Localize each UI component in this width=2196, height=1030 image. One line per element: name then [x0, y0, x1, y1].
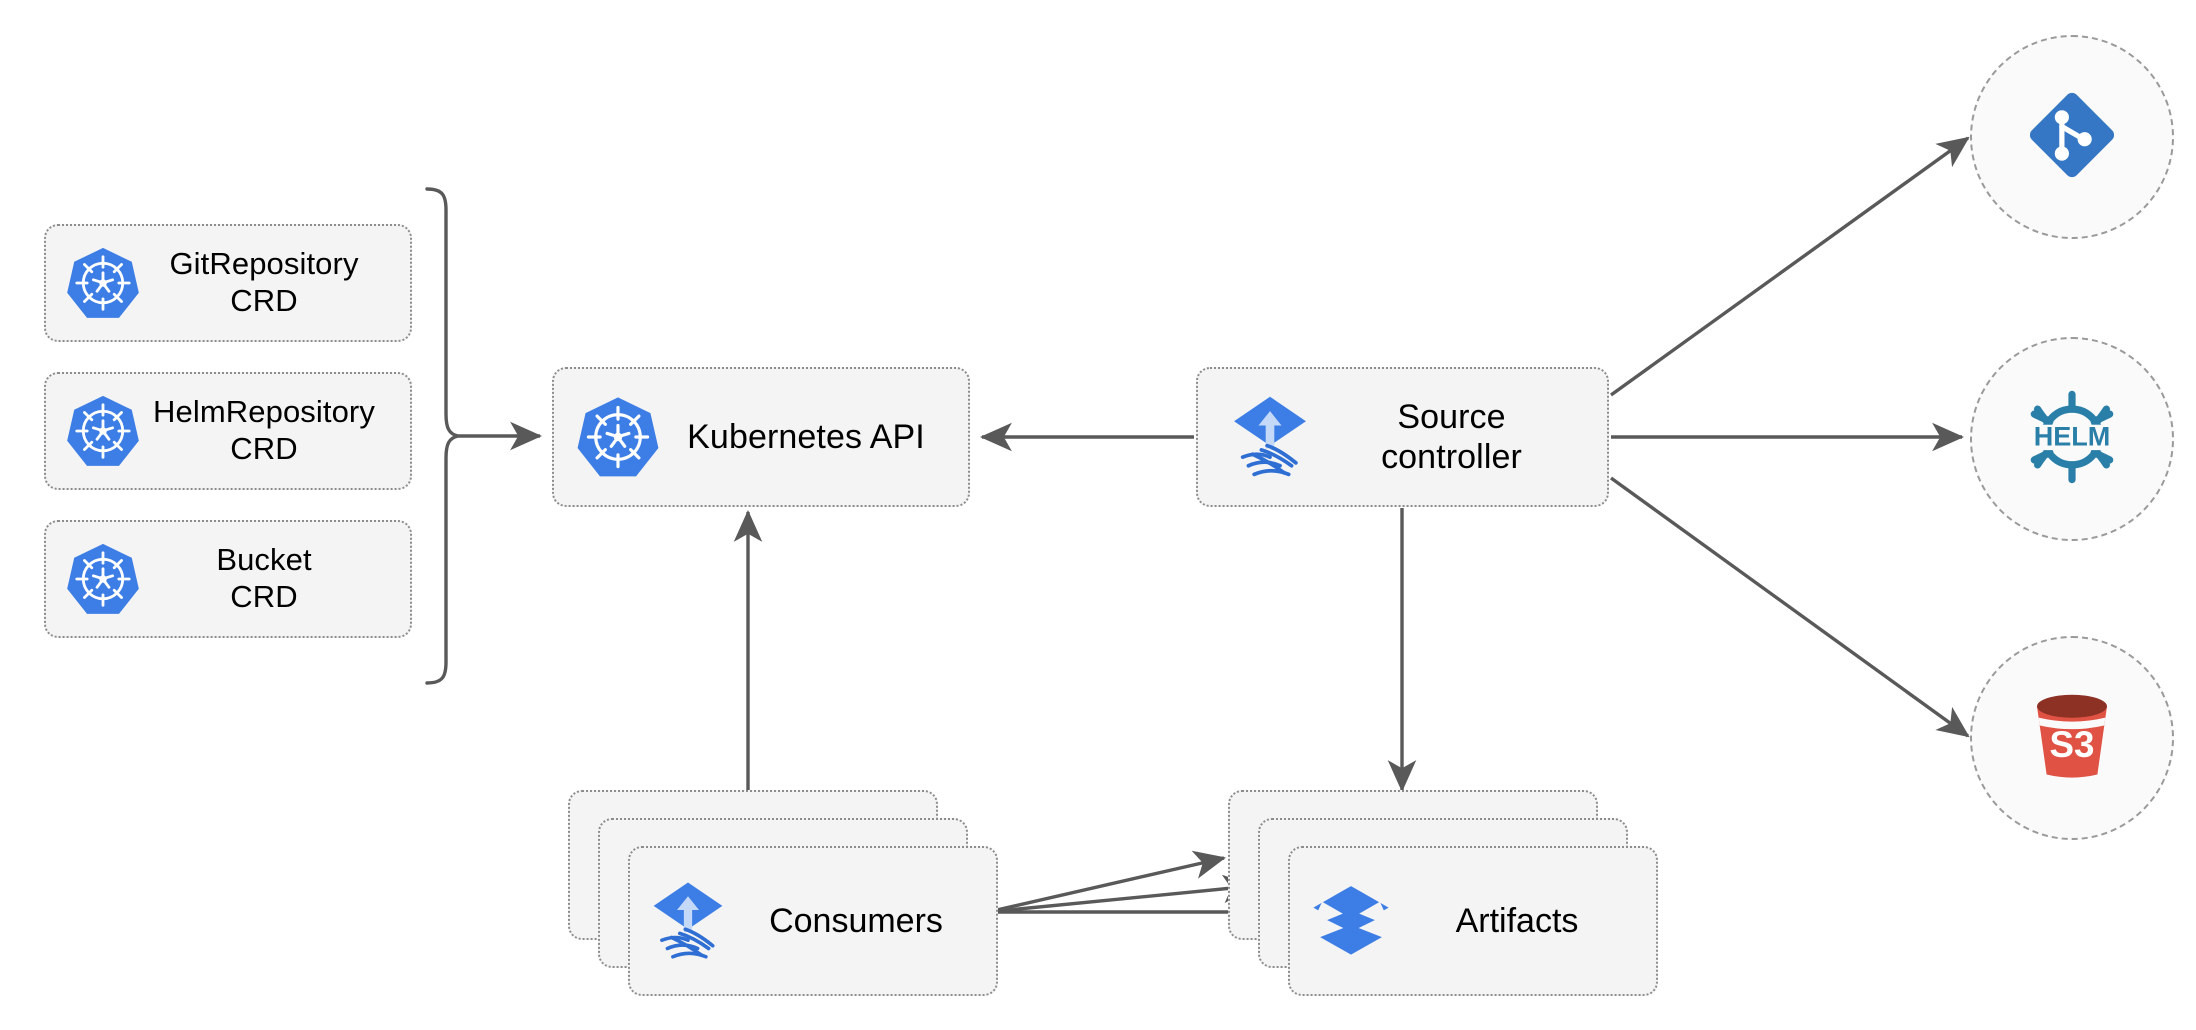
flux-icon [1224, 391, 1316, 483]
crd-card-bucket[interactable]: Bucket CRD [44, 520, 412, 638]
consumers-card-front[interactable]: Consumers [628, 846, 998, 996]
node-kubernetes-api[interactable]: Kubernetes API [552, 367, 970, 507]
external-s3[interactable]: S3 [1970, 636, 2174, 840]
crd-label: Bucket CRD [216, 542, 312, 614]
kubernetes-icon [64, 244, 142, 322]
node-artifacts-stack[interactable]: Artifacts [1228, 790, 1658, 996]
node-label: Artifacts [1455, 901, 1579, 940]
crd-label: HelmRepository CRD [153, 394, 375, 466]
kubernetes-icon [574, 393, 662, 481]
layers-icon [1308, 878, 1394, 964]
crd-group-brace [425, 187, 459, 685]
kubernetes-icon [64, 540, 142, 618]
node-source-controller[interactable]: Source controller [1196, 367, 1609, 507]
crd-card-helmrepository[interactable]: HelmRepository CRD [44, 372, 412, 490]
edge-consumers-to-artifacts-2 [987, 874, 1256, 914]
edge-consumers-to-artifacts-1 [987, 850, 1226, 914]
crd-label: GitRepository CRD [169, 246, 359, 318]
node-label: Source controller [1381, 397, 1522, 476]
git-icon [2018, 81, 2126, 194]
edge-srcctl-to-s3 [1610, 476, 1970, 738]
node-label: Consumers [769, 901, 943, 940]
crd-card-gitrepository[interactable]: GitRepository CRD [44, 224, 412, 342]
node-consumers-stack[interactable]: Consumers [568, 790, 998, 996]
helm-icon: HELM [2013, 378, 2131, 501]
edge-srcctl-to-git [1610, 136, 1970, 397]
helm-wordmark: HELM [2034, 421, 2111, 451]
s3-wordmark: S3 [2050, 724, 2095, 765]
artifacts-card-front[interactable]: Artifacts [1288, 846, 1658, 996]
kubernetes-icon [64, 392, 142, 470]
flux-icon [644, 877, 732, 965]
external-git[interactable] [1970, 35, 2174, 239]
node-label: Kubernetes API [687, 417, 925, 456]
s3-icon: S3 [2016, 680, 2128, 797]
external-helm[interactable]: HELM [1970, 337, 2174, 541]
